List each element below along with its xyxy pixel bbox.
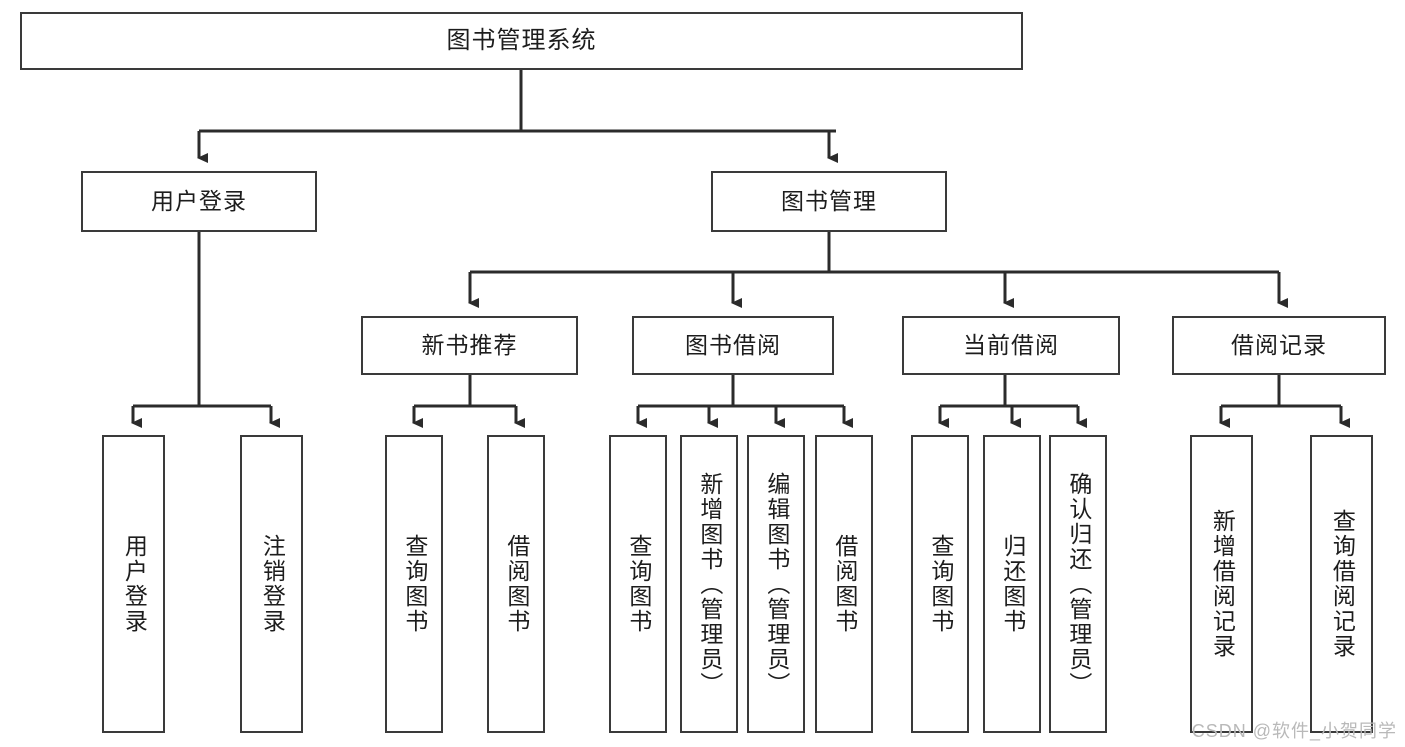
node-book-management[interactable]: 图书管理 <box>711 171 947 232</box>
leaf-edit-book-admin[interactable]: 编辑图书（管理员） <box>747 435 805 733</box>
leaf-query-book-current-label: 查询图书 <box>927 534 954 634</box>
leaf-user-login-label: 用户登录 <box>121 534 148 634</box>
leaf-add-borrow-record-label: 新增借阅记录 <box>1209 509 1236 659</box>
node-new-book-recommend[interactable]: 新书推荐 <box>361 316 578 375</box>
watermark: CSDN @软件_小贺同学 <box>1191 721 1397 741</box>
leaf-edit-book-admin-label: 编辑图书（管理员） <box>763 471 790 697</box>
leaf-return-book-label: 归还图书 <box>999 534 1026 634</box>
leaf-query-book-recommend-label: 查询图书 <box>401 534 428 634</box>
leaf-query-book-borrow[interactable]: 查询图书 <box>609 435 667 733</box>
leaf-query-book-borrow-label: 查询图书 <box>625 534 652 634</box>
leaf-borrow-book-recommend[interactable]: 借阅图书 <box>487 435 545 733</box>
node-current-borrow-label: 当前借阅 <box>963 331 1059 358</box>
node-user-login[interactable]: 用户登录 <box>81 171 317 232</box>
node-book-borrow-label: 图书借阅 <box>685 331 781 358</box>
node-current-borrow[interactable]: 当前借阅 <box>902 316 1120 375</box>
node-book-management-label: 图书管理 <box>781 187 877 214</box>
leaf-return-book[interactable]: 归还图书 <box>983 435 1041 733</box>
leaf-logout[interactable]: 注销登录 <box>240 435 303 733</box>
node-book-borrow[interactable]: 图书借阅 <box>632 316 834 375</box>
leaf-borrow-book-recommend-label: 借阅图书 <box>503 534 530 634</box>
leaf-borrow-book-label: 借阅图书 <box>831 534 858 634</box>
leaf-add-borrow-record[interactable]: 新增借阅记录 <box>1190 435 1253 733</box>
leaf-query-book-current[interactable]: 查询图书 <box>911 435 969 733</box>
node-root[interactable]: 图书管理系统 <box>20 12 1023 70</box>
node-borrow-record-label: 借阅记录 <box>1231 331 1327 358</box>
leaf-confirm-return-admin[interactable]: 确认归还（管理员） <box>1049 435 1107 733</box>
node-borrow-record[interactable]: 借阅记录 <box>1172 316 1386 375</box>
leaf-query-borrow-record[interactable]: 查询借阅记录 <box>1310 435 1373 733</box>
leaf-logout-label: 注销登录 <box>259 534 286 634</box>
leaf-query-book-recommend[interactable]: 查询图书 <box>385 435 443 733</box>
node-new-book-recommend-label: 新书推荐 <box>421 331 518 358</box>
leaf-user-login[interactable]: 用户登录 <box>102 435 165 733</box>
leaf-query-borrow-record-label: 查询借阅记录 <box>1329 509 1356 659</box>
node-user-login-label: 用户登录 <box>151 187 247 214</box>
leaf-confirm-return-admin-label: 确认归还（管理员） <box>1065 471 1092 697</box>
leaf-add-book-admin[interactable]: 新增图书（管理员） <box>680 435 738 733</box>
leaf-add-book-admin-label: 新增图书（管理员） <box>696 471 723 697</box>
node-root-label: 图书管理系统 <box>446 26 597 54</box>
leaf-borrow-book[interactable]: 借阅图书 <box>815 435 873 733</box>
